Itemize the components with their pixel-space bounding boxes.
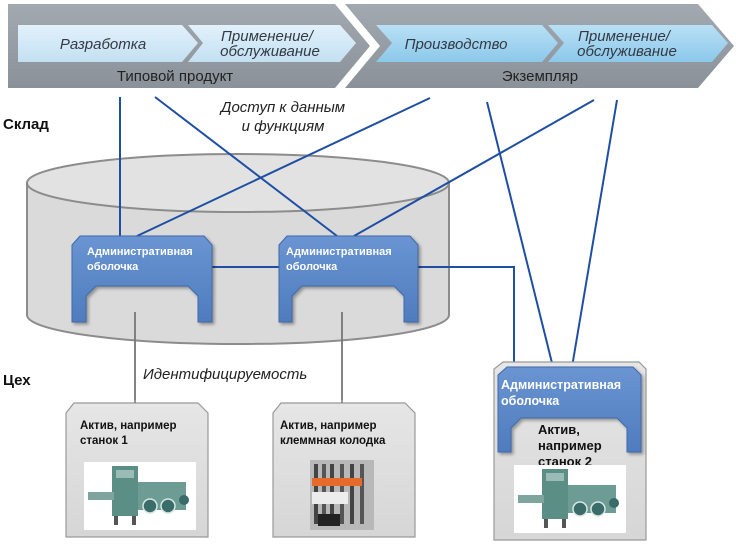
connector-instusage-to-shell-2 bbox=[353, 99, 595, 237]
type-product-band-label: Типовой продукт bbox=[117, 68, 233, 85]
phase-development-label: Разработка bbox=[60, 36, 146, 53]
admin-shell-1[interactable] bbox=[71, 235, 213, 323]
instance-band-label: Экземпляр bbox=[502, 68, 578, 85]
admin-shell-2-label-2: оболочка bbox=[286, 261, 338, 273]
phase-instance-usage bbox=[548, 25, 728, 62]
data-access-connectors bbox=[119, 96, 618, 368]
admin-shell-2-shape bbox=[278, 235, 419, 323]
lifecycle-instance: Производство Применение/ обслуживание Эк… bbox=[345, 4, 734, 88]
connector-production-to-shell-3 bbox=[486, 101, 554, 368]
asset-card-1[interactable]: Актив, например станок 1 bbox=[65, 402, 209, 538]
asset-3-label-2: например bbox=[538, 438, 602, 453]
asset-1-label-2: станок 1 bbox=[80, 435, 128, 447]
data-access-label-2: и функциям bbox=[242, 118, 325, 135]
asset-card-2[interactable]: Актив, например клеммная колодка bbox=[272, 402, 416, 538]
admin-shell-1-shape bbox=[71, 235, 213, 323]
admin-shell-2[interactable] bbox=[278, 235, 419, 323]
admin-shell-3-label-1: Административная bbox=[501, 378, 621, 392]
terminal-block-icon bbox=[310, 460, 374, 530]
zone-shop-floor-label: Цех bbox=[3, 372, 31, 389]
admin-shell-3-label-2: оболочка bbox=[501, 394, 560, 408]
admin-shell-1-label-1: Административная bbox=[87, 246, 193, 258]
repository-cylinder bbox=[26, 153, 450, 345]
phase-type-usage bbox=[188, 25, 356, 62]
phase-type-usage-label-2: обслуживание bbox=[220, 43, 320, 60]
asset-3-label-1: Актив, bbox=[538, 422, 580, 437]
admin-shell-3[interactable] bbox=[497, 366, 642, 453]
phase-production bbox=[376, 25, 558, 62]
admin-shell-1-label-2: оболочка bbox=[87, 261, 139, 273]
connector-instusage-to-shell-3 bbox=[571, 99, 618, 368]
identifiability-label: Идентифицируемость bbox=[143, 366, 307, 383]
asset-2-label-2: клеммная колодка bbox=[280, 435, 386, 447]
phase-type-usage-label-1: Применение/ bbox=[221, 28, 315, 45]
phase-development bbox=[18, 25, 198, 62]
connector-production-to-shell-1 bbox=[136, 97, 431, 237]
phase-production-label: Производство bbox=[405, 36, 508, 53]
asset-1-label-1: Актив, например bbox=[80, 420, 177, 432]
phase-instance-usage-label-2: обслуживание bbox=[577, 43, 677, 60]
machine-icon bbox=[84, 462, 196, 530]
connector-typeusage-to-shell-2 bbox=[154, 96, 338, 237]
phase-instance-usage-label-1: Применение/ bbox=[578, 28, 672, 45]
zone-warehouse-label: Склад bbox=[3, 116, 49, 133]
admin-shell-3-shape bbox=[497, 366, 642, 453]
admin-shell-2-label-1: Административная bbox=[286, 246, 392, 258]
asset-2-label-1: Актив, например bbox=[280, 420, 377, 432]
lifecycle-type-product: Разработка Применение/ обслуживание Типо… bbox=[8, 4, 370, 88]
data-access-label-1: Доступ к данным bbox=[219, 99, 345, 116]
connector-shell-2-to-shell-3 bbox=[410, 266, 515, 367]
machine-icon bbox=[514, 465, 626, 533]
